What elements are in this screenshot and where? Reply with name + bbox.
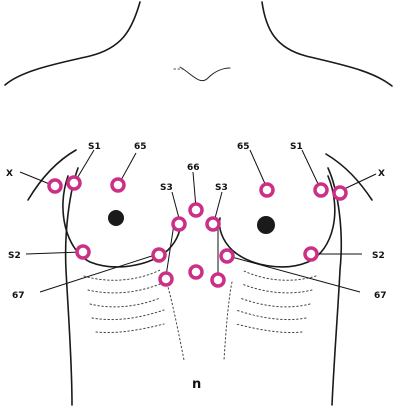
- label-s1-left: S1: [88, 142, 101, 152]
- left-ribs: [83, 269, 185, 361]
- right-breast-outline: [218, 175, 336, 268]
- neck-right-outline: [261, 1, 393, 87]
- label-67-right: 67: [374, 291, 387, 301]
- point-67-left-lower: [158, 271, 174, 287]
- label-x-left: X: [6, 169, 13, 179]
- label-s3-left: S3: [160, 183, 173, 193]
- point-x-left: [47, 178, 63, 194]
- label-65-right: 65: [237, 142, 250, 152]
- left-arm-line: [27, 149, 77, 201]
- label-s1-right: S1: [290, 142, 303, 152]
- point-67-right-upper: [219, 248, 235, 264]
- point-s1-left: [66, 175, 82, 191]
- acupoint-markers: [47, 175, 348, 288]
- point-center-lower: [188, 264, 204, 280]
- point-65-right: [259, 182, 275, 198]
- point-s1-right: [313, 182, 329, 198]
- label-66: 66: [187, 163, 200, 173]
- point-s3-left: [171, 216, 187, 232]
- point-65-left: [110, 177, 126, 193]
- point-67-right-lower: [210, 272, 226, 288]
- label-s3-right: S3: [215, 183, 228, 193]
- right-ribs: [223, 269, 317, 361]
- right-nipple: [257, 216, 275, 234]
- right-arm-line: [325, 153, 373, 201]
- collarbone-mark: [179, 66, 231, 82]
- point-67-left-upper: [151, 247, 167, 263]
- point-s2-right: [303, 246, 319, 262]
- label-s2-right: S2: [372, 251, 385, 261]
- label-x-right: X: [378, 169, 385, 179]
- point-s3-right: [205, 216, 221, 232]
- left-nipple: [108, 210, 124, 226]
- torso-left-side: [64, 167, 79, 406]
- neck-left-outline: [4, 1, 141, 86]
- footer-mark: n: [192, 377, 201, 392]
- point-x-right: [332, 185, 348, 201]
- point-s2-left: [75, 244, 91, 260]
- label-s2-left: S2: [8, 251, 21, 261]
- point-66: [188, 202, 204, 218]
- label-67-left: 67: [12, 291, 25, 301]
- label-65-left: 65: [134, 142, 147, 152]
